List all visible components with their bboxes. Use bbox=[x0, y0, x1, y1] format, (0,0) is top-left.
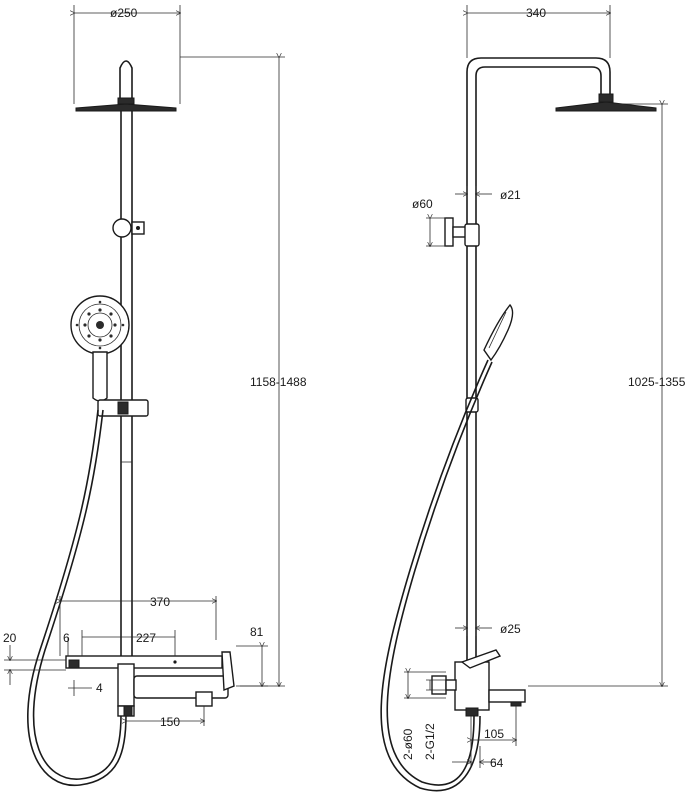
dim-pipe-21: ø21 bbox=[500, 188, 521, 202]
hand-shower-front bbox=[70, 295, 149, 417]
dim-offset-4: 4 bbox=[96, 681, 103, 695]
side-view bbox=[380, 5, 668, 792]
bath-mixer-side bbox=[431, 649, 526, 717]
dim-depth-105: 105 bbox=[484, 727, 504, 741]
wall-bracket-side bbox=[444, 217, 480, 247]
rain-shower-head-front bbox=[75, 60, 177, 112]
dim-front-height: 1158-1488 bbox=[250, 375, 307, 389]
hose-side bbox=[380, 359, 489, 792]
shower-column-front bbox=[112, 111, 145, 668]
dim-spout-reach: 370 bbox=[150, 595, 170, 609]
dim-side-height: 1025-1355 bbox=[628, 375, 686, 389]
dim-spacing-150: 150 bbox=[160, 715, 180, 729]
dim-bracket-60: ø60 bbox=[412, 197, 433, 211]
dim-pipe-25: ø25 bbox=[500, 622, 521, 636]
dim-offset-6: 6 bbox=[63, 631, 70, 645]
side-dimensions bbox=[404, 5, 668, 768]
bath-mixer-front bbox=[65, 651, 235, 717]
dim-head-diameter: ø250 bbox=[110, 6, 138, 20]
dim-arm-reach: 340 bbox=[526, 6, 546, 20]
dim-offset-227: 227 bbox=[136, 631, 156, 645]
dim-depth-64: 64 bbox=[490, 756, 504, 770]
front-view bbox=[4, 5, 285, 787]
hose-front bbox=[27, 409, 127, 787]
dim-flange-60: 2-ø60 bbox=[401, 728, 415, 760]
shower-arm-side bbox=[466, 57, 657, 686]
dim-thread: 2-G1/2 bbox=[423, 723, 437, 760]
front-dimensions bbox=[4, 5, 285, 726]
dim-offset-20: 20 bbox=[3, 631, 17, 645]
dim-offset-81: 81 bbox=[250, 625, 264, 639]
